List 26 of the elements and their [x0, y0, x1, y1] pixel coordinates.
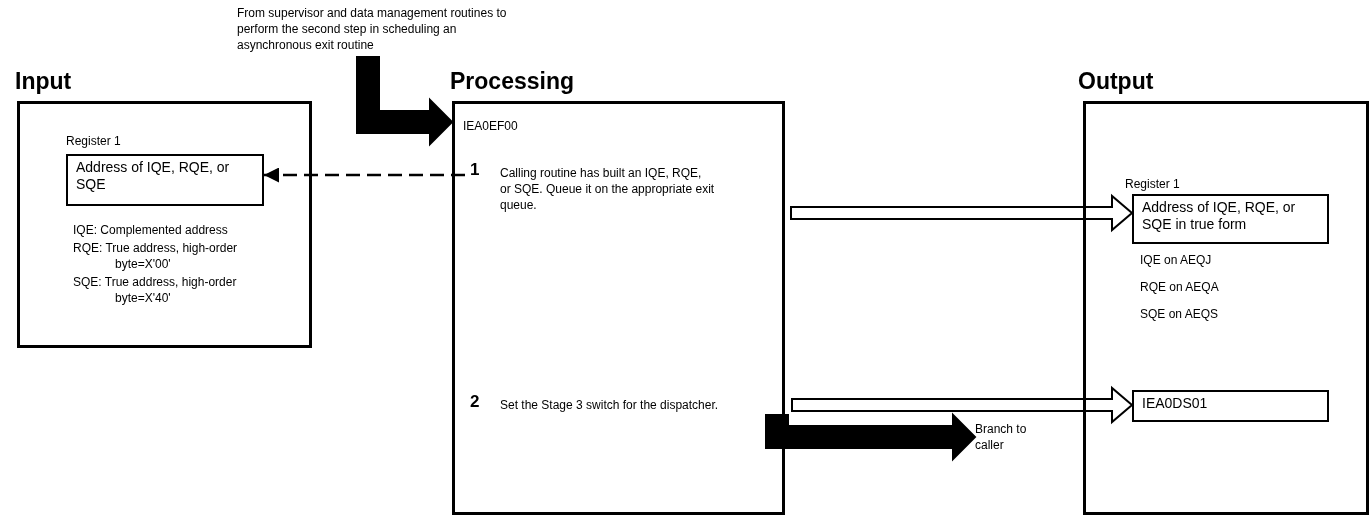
data-box: Address of IQE, RQE, or SQE in true form: [1132, 194, 1329, 244]
note-text: Branch to caller: [975, 421, 1028, 453]
step-text: Calling routine has built an IQE, RQE, or SQE. Queue it on the appropriate exit queue.: [500, 165, 715, 213]
step-number: 2: [470, 394, 480, 410]
panel-heading: Processing: [450, 68, 574, 95]
block-arrow: [765, 412, 977, 462]
note-text: From supervisor and data management routines to perform the second step in scheduling an asynchronous exit routine: [237, 5, 508, 53]
panel-heading: Output: [1078, 68, 1154, 95]
register-label: Register 1: [1125, 176, 1180, 192]
register-label: Register 1: [66, 133, 121, 149]
note-text: SQE: True address, high-order byte=X'40': [73, 274, 238, 306]
data-box: IEA0DS01: [1132, 390, 1329, 422]
note-text: SQE on AEQS: [1140, 306, 1220, 322]
block-arrow: [356, 56, 454, 147]
note-text: RQE: True address, high-order byte=X'00': [73, 240, 239, 272]
dashed-arrow: [264, 167, 465, 183]
note-text: IQE on AEQJ: [1140, 252, 1213, 268]
note-text: IEA0EF00: [463, 118, 518, 134]
panel-heading: Input: [15, 68, 72, 95]
step-number: 1: [470, 162, 480, 178]
note-text: RQE on AEQA: [1140, 279, 1220, 295]
note-text: IQE: Complemented address: [73, 222, 229, 238]
hollow-arrow: [791, 385, 1134, 425]
step-text: Set the Stage 3 switch for the dispatcher.: [500, 397, 720, 413]
data-box: Address of IQE, RQE, or SQE: [66, 154, 264, 206]
hollow-arrow: [790, 193, 1134, 233]
